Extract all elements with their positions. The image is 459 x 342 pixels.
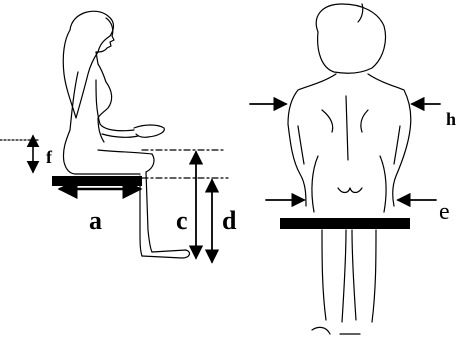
label-f: f (46, 148, 52, 166)
back-seat-bar (280, 218, 410, 229)
label-h: h (446, 110, 456, 128)
side-seat-bar (52, 176, 142, 186)
label-d: d (222, 208, 236, 234)
label-e: e (439, 200, 450, 224)
label-a: a (89, 208, 102, 234)
back-view-figure (288, 4, 411, 334)
side-view-figure (63, 11, 189, 258)
label-c: c (176, 208, 188, 234)
